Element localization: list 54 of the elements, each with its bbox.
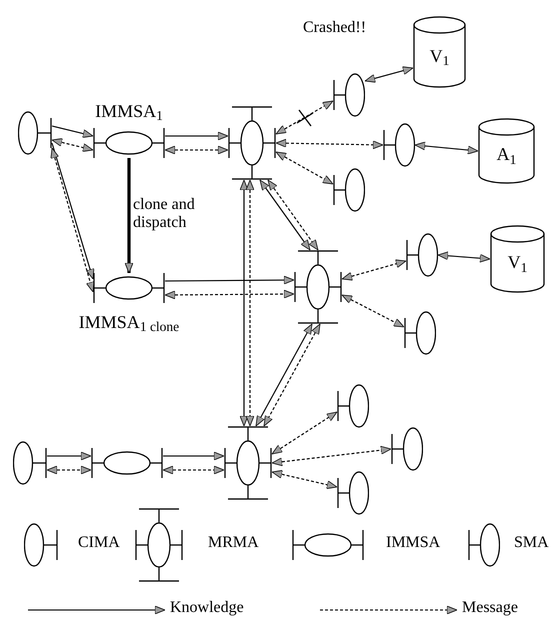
legend-label: Message xyxy=(462,600,518,616)
dashed-arrow xyxy=(164,146,228,154)
arrow xyxy=(240,180,248,426)
legend-label: CIMA xyxy=(78,535,120,551)
legend-label: IMMSA xyxy=(386,535,440,551)
status-note: Crashed!! xyxy=(303,20,366,36)
arrow xyxy=(47,452,92,460)
cylinder-label: V$_{1}$ xyxy=(430,46,450,65)
cima-agent xyxy=(18,111,52,155)
mrma-agent xyxy=(224,426,272,500)
dashed-arrow xyxy=(272,446,392,466)
dashed-arrow xyxy=(52,138,94,152)
sma-agent xyxy=(406,233,438,277)
sma-agent xyxy=(333,73,365,117)
arrow xyxy=(163,452,224,460)
arrow xyxy=(260,180,310,250)
dashed-arrow xyxy=(342,260,406,280)
mrma-agent xyxy=(294,250,342,324)
dashed-arrow xyxy=(276,138,384,150)
arrow xyxy=(165,132,228,140)
cylinder-label: V$_{1}$ xyxy=(508,253,528,272)
dashed-arrow xyxy=(272,470,338,489)
dashed-arrow xyxy=(272,412,338,454)
arrow xyxy=(256,324,312,426)
agent-label: IMMSA$_{1 clone}$ xyxy=(78,313,180,331)
dashed-arrow xyxy=(164,290,294,300)
dashed-arrow xyxy=(246,180,254,426)
agent-label: IMMSA$_{1}$ xyxy=(94,102,164,120)
sma-agent xyxy=(404,311,436,355)
arrow xyxy=(124,158,134,274)
arrow xyxy=(414,142,478,154)
immsa-agent xyxy=(91,448,163,478)
legend-label: SMA xyxy=(514,535,549,551)
sma-agent xyxy=(383,123,415,167)
arrow xyxy=(364,66,414,83)
dashed-arrow xyxy=(276,152,334,184)
dashed-arrow xyxy=(46,466,92,474)
legend-label: MRMA xyxy=(208,535,259,551)
dashed-arrow xyxy=(268,180,318,250)
cima-agent xyxy=(13,441,47,485)
dashed-arrow xyxy=(264,324,320,426)
arrow xyxy=(165,276,294,284)
legend-label: Knowledge xyxy=(170,600,244,616)
arrow xyxy=(52,125,94,138)
cylinder-label: A$_{1}$ xyxy=(496,145,516,164)
sma-agent xyxy=(337,384,369,428)
arrow xyxy=(438,251,490,263)
dashed-arrow xyxy=(276,100,334,134)
sma-agent xyxy=(337,471,369,515)
sma-agent xyxy=(391,427,423,471)
dashed-arrow xyxy=(162,466,224,474)
sma-agent xyxy=(333,168,365,212)
mrma-agent xyxy=(228,106,276,180)
dashed-arrow xyxy=(342,294,404,328)
